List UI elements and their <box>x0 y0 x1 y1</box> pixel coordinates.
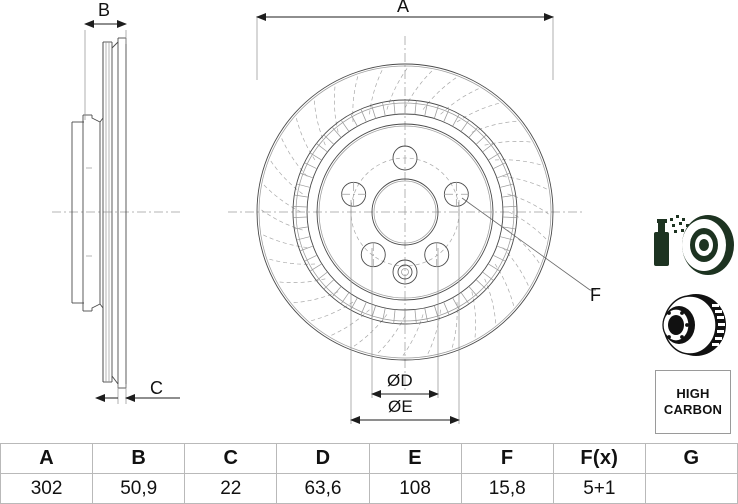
locating-pin-hole <box>392 259 418 285</box>
ventilated-disc-icon <box>662 294 726 356</box>
table-header-a: A <box>0 443 94 474</box>
leader-f <box>461 197 596 291</box>
hole-centermarks <box>341 182 469 267</box>
dimension-c <box>95 384 180 404</box>
dimension-e <box>350 200 460 424</box>
label-dimension-e: ØE <box>388 397 413 416</box>
high-carbon-line-1: HIGH <box>676 385 710 401</box>
table-header-e: E <box>368 443 462 474</box>
table-header-c: C <box>184 443 278 474</box>
table-header-row: A B C D E F F(x) G <box>0 443 738 474</box>
label-dimension-d: ØD <box>387 371 413 390</box>
table-value-b: 50,9 <box>92 473 186 504</box>
table-value-g <box>644 473 738 504</box>
label-dimension-c: C <box>150 378 164 398</box>
table-value-c: 22 <box>184 473 278 504</box>
table-header-b: B <box>92 443 186 474</box>
table-value-row: 302 50,9 22 63,6 108 15,8 5+1 <box>0 473 738 504</box>
table-header-f: F <box>460 443 554 474</box>
table-header-d: D <box>276 443 370 474</box>
dimension-d <box>371 248 439 398</box>
high-carbon-badge: HIGH CARBON <box>655 370 731 434</box>
table-value-f: 15,8 <box>460 473 554 504</box>
table-header-g: G <box>644 443 738 474</box>
table-header-fx: F(x) <box>552 443 646 474</box>
product-feature-icons: HIGH CARBON <box>648 212 736 434</box>
spray-coated-disc-icon <box>654 215 734 275</box>
table-value-d: 63,6 <box>276 473 370 504</box>
specification-table: A B C D E F F(x) G 302 50,9 22 63,6 108 … <box>0 443 738 504</box>
vane-ribs <box>293 100 517 324</box>
dimension-a <box>256 13 554 80</box>
table-value-fx: 5+1 <box>552 473 646 504</box>
side-section-view <box>52 37 180 389</box>
table-value-a: 302 <box>0 473 94 504</box>
label-dimension-f: F <box>590 285 602 305</box>
dimension-b <box>84 20 127 120</box>
front-disc-view <box>228 36 585 392</box>
label-dimension-a: A <box>397 0 410 16</box>
table-value-e: 108 <box>368 473 462 504</box>
cooling-vanes <box>258 65 552 359</box>
label-dimension-b: B <box>98 0 111 20</box>
high-carbon-line-2: CARBON <box>663 401 723 417</box>
